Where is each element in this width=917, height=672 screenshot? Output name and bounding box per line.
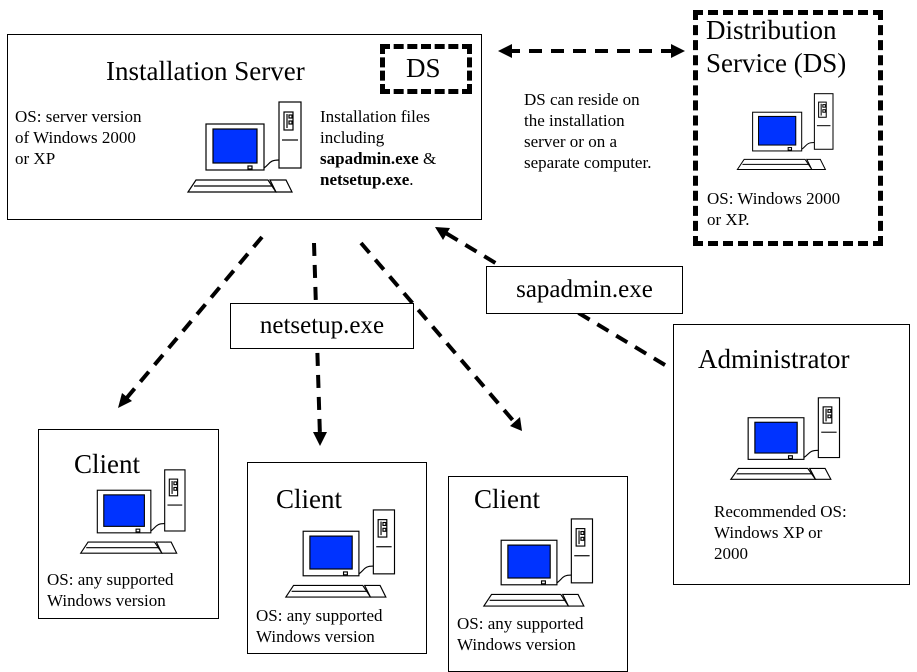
distribution-service-os-text: OS: Windows 2000 or XP. bbox=[707, 189, 841, 229]
sapadmin-label: sapadmin.exe bbox=[486, 266, 683, 314]
client-title-3: Client bbox=[474, 484, 540, 514]
client-os-text-3: OS: any supported Windows version bbox=[457, 614, 584, 654]
ds-tag-label: DS bbox=[406, 53, 441, 83]
client-title-2: Client bbox=[276, 484, 342, 514]
arrowhead-client-3 bbox=[510, 417, 522, 431]
arrow-to-client-1 bbox=[123, 235, 264, 402]
arrowhead-client-2 bbox=[313, 432, 327, 446]
distribution-service-title-line1: Distribution bbox=[706, 15, 837, 45]
computer-icon bbox=[482, 518, 594, 607]
computer-icon bbox=[284, 509, 396, 598]
arrowhead-client-1 bbox=[118, 393, 132, 408]
administrator-title: Administrator bbox=[698, 344, 850, 374]
server-os-text: OS: server version of Windows 2000 or XP bbox=[15, 107, 142, 168]
ds-tag-box bbox=[380, 44, 472, 94]
arrowhead-ds-left bbox=[498, 44, 512, 58]
client-os-text-1: OS: any supported Windows version bbox=[47, 570, 174, 610]
server-files-text: Installation files including sapadmin.ex… bbox=[320, 107, 437, 189]
arrowhead-ds-right bbox=[671, 44, 685, 58]
computer-icon bbox=[186, 101, 302, 193]
computer-icon bbox=[729, 397, 841, 480]
installation-server-title: Installation Server bbox=[106, 56, 305, 86]
arrow-to-client-3 bbox=[359, 241, 518, 426]
client-title-1: Client bbox=[74, 449, 140, 479]
ds-location-note: DS can reside on the installation server… bbox=[524, 90, 652, 172]
distribution-service-title-line2: Service (DS) bbox=[706, 48, 847, 78]
administrator-os-text: Recommended OS: Windows XP or 2000 bbox=[714, 502, 847, 563]
computer-icon bbox=[79, 469, 186, 554]
netsetup-label: netsetup.exe bbox=[230, 303, 414, 349]
computer-icon bbox=[736, 93, 834, 170]
client-os-text-2: OS: any supported Windows version bbox=[256, 606, 383, 646]
arrowhead-server bbox=[435, 227, 450, 240]
